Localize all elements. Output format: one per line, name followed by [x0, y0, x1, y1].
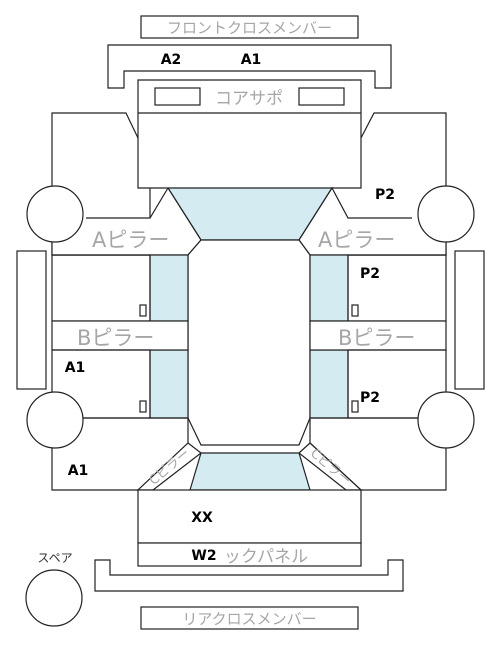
rear-cross-member-box	[140, 606, 359, 630]
front-bumper-grade-a2: A2	[161, 52, 182, 68]
headlight-left	[154, 87, 201, 106]
front-bumper-grade-a1: A1	[241, 52, 262, 68]
quarter-left-grade: A1	[68, 463, 89, 479]
back-panel	[137, 542, 362, 567]
rear-door-right-handle	[351, 400, 359, 413]
window-rear-left	[149, 349, 189, 419]
front-door-left	[51, 254, 151, 322]
c-pillar-right-label: Cピラー	[307, 446, 353, 488]
trunk-grade: XX	[191, 510, 213, 526]
core-support-label: コアサポ	[215, 89, 283, 109]
front-cross-member-box	[140, 15, 359, 39]
b-pillar-left-label: Bピラー	[77, 326, 154, 350]
side-step-left	[16, 250, 47, 390]
window-rear-right	[309, 349, 349, 419]
front-bumper	[107, 44, 392, 89]
rear-door-left-grade: A1	[65, 360, 86, 376]
front-door-right-grade: P2	[360, 266, 380, 282]
headlight-right	[298, 87, 345, 106]
rear-door-left-handle	[139, 400, 147, 413]
front-door-right-handle	[351, 304, 359, 317]
cabin-roof	[187, 239, 311, 446]
front-door-left-handle	[139, 304, 147, 317]
rear-door-right-grade: P2	[360, 390, 380, 406]
spare-label: スペア	[37, 551, 72, 565]
core-support-hood	[137, 79, 362, 113]
b-pillar-right-label: Bピラー	[338, 326, 415, 350]
window-front-left	[149, 254, 189, 322]
wheel-rear-right	[417, 391, 475, 449]
hood-left-side	[137, 113, 167, 189]
trunk	[137, 489, 362, 544]
side-step-right	[454, 250, 485, 390]
back-panel-label: ックパネル	[224, 547, 308, 567]
rear-window	[189, 452, 311, 491]
b-pillar-right-zone	[309, 320, 447, 351]
window-front-right	[309, 254, 349, 322]
hood-right-side	[332, 113, 362, 189]
a-pillar-left-label: Aピラー	[92, 228, 169, 252]
rear-bumper	[94, 559, 404, 592]
wheel-front-right	[417, 185, 475, 243]
c-pillar-left-label: Cピラー	[147, 446, 193, 488]
fender-right-grade: P2	[375, 187, 395, 203]
a-pillar-right-label: Aピラー	[318, 228, 395, 252]
front-cross-member-label: フロントクロスメンバー	[167, 19, 332, 37]
wheel-front-left	[26, 185, 84, 243]
back-panel-grade: W2	[191, 548, 216, 564]
rear-cross-member-label: リアクロスメンバー	[182, 610, 316, 628]
wheel-rear-left	[26, 391, 84, 449]
spare-tire	[25, 569, 83, 627]
front-door-right	[347, 254, 447, 322]
